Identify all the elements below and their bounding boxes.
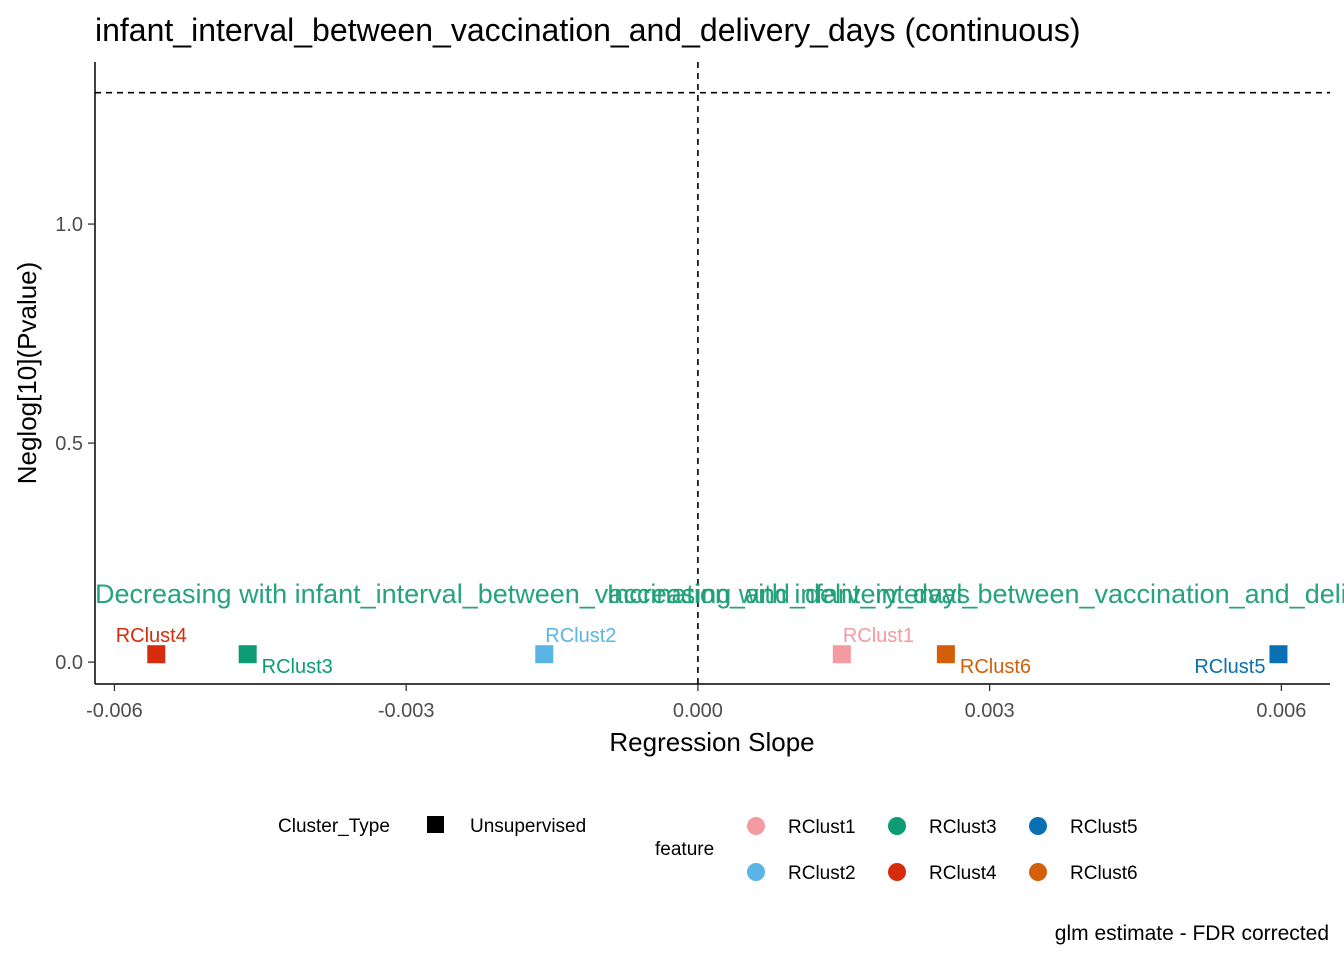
x-tick-label: -0.003: [378, 700, 435, 722]
legend-unsupervised-swatch: [427, 816, 444, 833]
y-tick-label: 0.5: [55, 433, 83, 455]
legend-swatch-rclust3: [888, 817, 906, 835]
x-axis-ticks: -0.006 -0.003 0.000 0.003 0.006: [86, 684, 1306, 722]
y-axis-title: Neglog[10](Pvalue): [12, 262, 42, 485]
legend-unsupervised-label: Unsupervised: [470, 816, 586, 837]
direction-annotation: Increasing with infant_interval_between_…: [607, 579, 1344, 609]
legend-swatch-rclust4: [888, 863, 906, 881]
x-tick-label: -0.006: [86, 700, 143, 722]
direction-annotation: Decreasing with infant_interval_between_…: [95, 579, 970, 609]
x-tick-label: 0.003: [965, 700, 1015, 722]
point-label-rclust2: RClust2: [545, 625, 616, 647]
point-rclust3: [238, 645, 257, 664]
legend-swatch-rclust1: [747, 817, 765, 835]
chart-title: infant_interval_between_vaccination_and_…: [95, 12, 1081, 48]
plot-area: -0.006 -0.003 0.000 0.003 0.006 0.0 0.5 1.0 De…: [55, 62, 1344, 722]
point-label-rclust1: RClust1: [843, 625, 914, 647]
point-label-rclust5: RClust5: [1194, 656, 1265, 678]
point-label-rclust6: RClust6: [960, 656, 1031, 678]
point-rclust1: [832, 645, 851, 664]
y-tick-label: 1.0: [55, 214, 83, 236]
legend-label-rclust4: RClust4: [929, 863, 997, 884]
legend-swatch-rclust5: [1029, 817, 1047, 835]
legend-label-rclust1: RClust1: [788, 817, 856, 838]
x-tick-label: 0.006: [1256, 700, 1306, 722]
legend-cluster-type: Cluster_Type Unsupervised: [278, 816, 586, 837]
point-rclust4: [147, 645, 166, 664]
y-tick-label: 0.0: [55, 652, 83, 674]
point-label-rclust4: RClust4: [116, 625, 187, 647]
chart-caption: glm estimate - FDR corrected: [1055, 922, 1329, 945]
legend: Cluster_Type Unsupervised feature RClust…: [278, 816, 1138, 884]
reference-lines: [95, 62, 1330, 684]
legend-swatch-rclust6: [1029, 863, 1047, 881]
x-tick-label: 0.000: [673, 700, 723, 722]
legend-label-rclust6: RClust6: [1070, 863, 1138, 884]
x-axis-title: Regression Slope: [609, 727, 814, 757]
legend-label-rclust3: RClust3: [929, 817, 997, 838]
legend-label-rclust5: RClust5: [1070, 817, 1138, 838]
direction-annotations: Decreasing with infant_interval_between_…: [95, 579, 1344, 609]
legend-cluster-type-title: Cluster_Type: [278, 816, 390, 837]
legend-swatch-rclust2: [747, 863, 765, 881]
point-rclust2: [535, 645, 554, 664]
point-label-rclust3: RClust3: [262, 656, 333, 678]
point-rclust5: [1269, 645, 1288, 664]
legend-feature-title: feature: [655, 839, 714, 860]
point-rclust6: [936, 645, 955, 664]
legend-label-rclust2: RClust2: [788, 863, 856, 884]
y-axis-ticks: 0.0 0.5 1.0: [55, 214, 95, 674]
